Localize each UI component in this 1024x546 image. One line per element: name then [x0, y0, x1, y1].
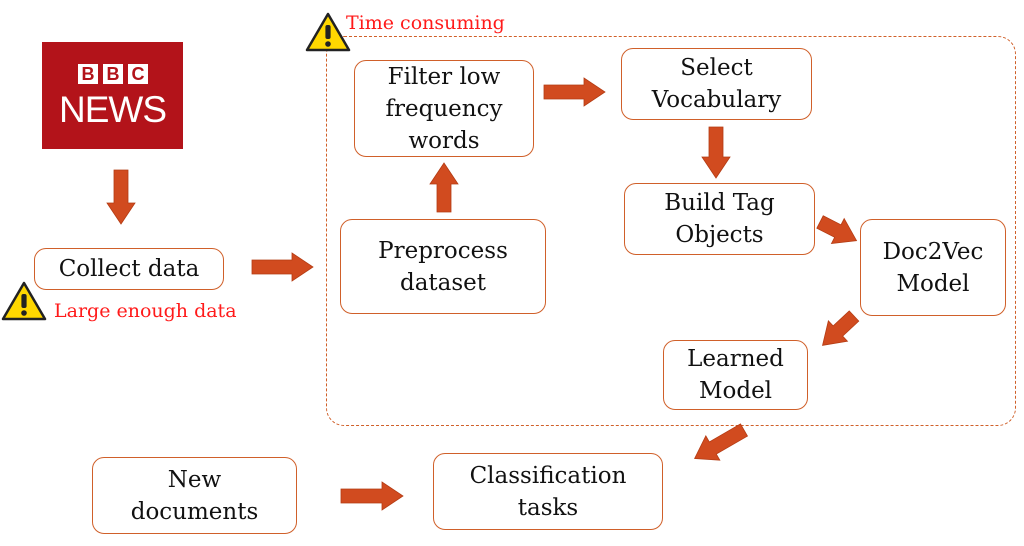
new-documents-node: New documents	[92, 457, 297, 534]
classification-tasks-label: Classification tasks	[469, 462, 627, 521]
pipeline-container	[326, 36, 1016, 426]
learned-model-label: Learned Model	[687, 346, 784, 404]
preprocess-label: Preprocess dataset	[378, 237, 508, 296]
time-consuming-warning-text: Time consuming	[346, 12, 505, 34]
preprocess-node: Preprocess dataset	[340, 219, 546, 314]
arrow-icon	[429, 162, 459, 213]
large-data-warning-text: Large enough data	[54, 300, 237, 322]
bbc-blocks: B B C	[78, 64, 148, 84]
collect-data-node: Collect data	[34, 248, 224, 290]
arrow-icon	[694, 423, 749, 461]
doc2vec-model-node: Doc2Vec Model	[860, 219, 1006, 316]
arrow-icon	[822, 310, 860, 346]
arrow-icon	[701, 126, 731, 179]
arrow-icon	[251, 252, 314, 282]
arrow-icon	[340, 481, 404, 511]
collect-data-label: Collect data	[58, 256, 200, 282]
bbc-block: B	[78, 64, 98, 84]
arrow-icon	[543, 77, 606, 107]
arrow-icon	[106, 169, 136, 225]
warning-icon	[305, 12, 351, 52]
learned-model-node: Learned Model	[663, 340, 808, 410]
bbc-news-word: NEWS	[59, 89, 167, 130]
select-vocabulary-node: Select Vocabulary	[621, 48, 812, 120]
select-vocabulary-label: Select Vocabulary	[651, 55, 782, 113]
arrow-icon	[816, 215, 858, 245]
build-tag-objects-node: Build Tag Objects	[624, 183, 815, 255]
doc2vec-model-label: Doc2Vec Model	[882, 238, 984, 297]
build-tag-objects-label: Build Tag Objects	[664, 190, 775, 248]
bbc-block: C	[128, 64, 148, 84]
new-documents-label: New documents	[130, 466, 259, 525]
classification-tasks-node: Classification tasks	[433, 453, 663, 530]
bbc-block: B	[103, 64, 123, 84]
warning-icon	[1, 281, 47, 321]
bbc-news-logo: B B C NEWS	[42, 42, 183, 149]
filter-node: Filter low frequency words	[354, 60, 534, 157]
filter-label: Filter low frequency words	[385, 63, 503, 154]
